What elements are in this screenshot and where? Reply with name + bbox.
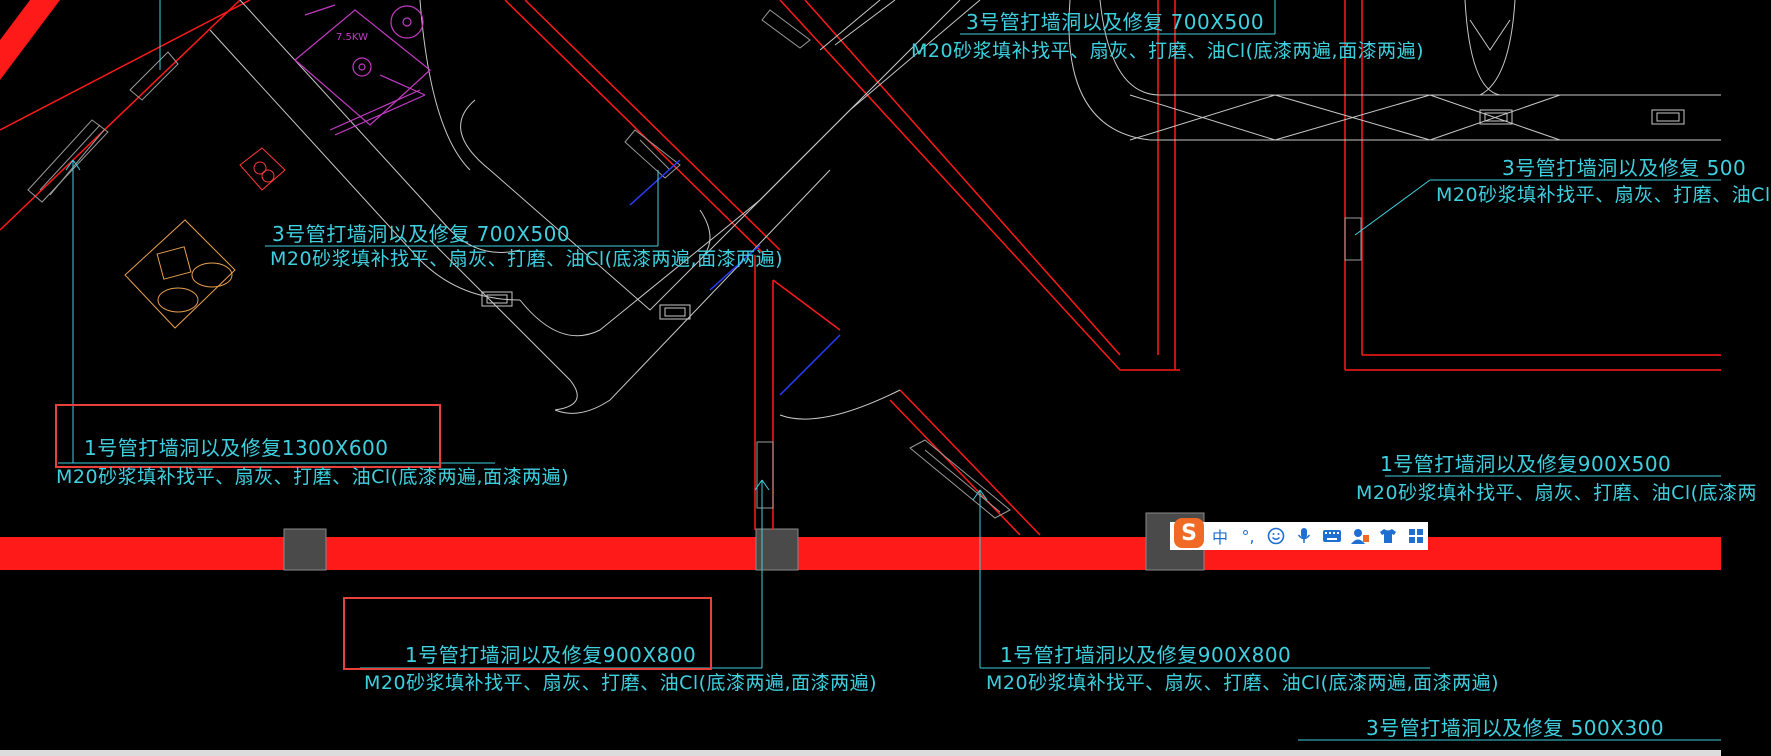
annotation-label[interactable]: 1号管打墙洞以及修复900X800 — [405, 643, 697, 667]
microphone-icon[interactable] — [1292, 524, 1316, 548]
column — [283, 528, 327, 571]
annotation-label[interactable]: M20砂浆填补找平、扇灰、打磨、油Cl(底漆两遍,面漆两遍) — [364, 672, 877, 694]
highlight-box — [343, 597, 712, 670]
highlight-box — [55, 404, 441, 468]
annotation-label[interactable]: 3号管打墙洞以及修复 500 — [1502, 156, 1747, 180]
red-walls — [0, 0, 1721, 536]
annotation-label[interactable]: M20砂浆填补找平、扇灰、打磨、油Cl(底漆两遍,面漆两遍) — [270, 248, 783, 270]
annotation-label[interactable]: 3号管打墙洞以及修复 700X500 — [272, 222, 571, 246]
ducts — [209, 0, 1721, 420]
annotation-label[interactable]: M20砂浆填补找平、扇灰、打磨、油Cl(底漆两遍,面漆两遍) — [56, 466, 569, 488]
emoji-icon[interactable] — [1264, 524, 1288, 548]
doors — [629, 159, 841, 396]
annotation-label[interactable]: M20砂浆填补找平、扇灰、打磨、油Cl(底漆两遍,面漆两遍) — [911, 40, 1424, 62]
bottom-edge-bar — [0, 750, 1721, 756]
hatched-openings — [27, 9, 1362, 519]
sogou-logo-icon[interactable]: S — [1174, 518, 1204, 548]
toolbox-grid-icon[interactable] — [1404, 524, 1428, 548]
skin-shirt-icon[interactable] — [1376, 524, 1400, 548]
annotation-label[interactable]: M20砂浆填补找平、扇灰、打磨、油Cl — [1436, 184, 1771, 206]
annotation-label[interactable]: 1号管打墙洞以及修复1300X600 — [84, 436, 389, 460]
keyboard-icon[interactable] — [1320, 524, 1344, 548]
equipment-unit — [124, 219, 236, 329]
motor-symbol — [294, 4, 431, 136]
annotation-label[interactable]: 3号管打墙洞以及修复 500X300 — [1366, 716, 1665, 740]
annotation-label[interactable]: M20砂浆填补找平、扇灰、打磨、油Cl(底漆两遍,面漆两遍) — [986, 672, 1499, 694]
red-beam — [0, 537, 1721, 570]
annotation-label[interactable]: M20砂浆填补找平、扇灰、打磨、油Cl(底漆两 — [1356, 482, 1758, 504]
duct-fittings — [481, 109, 1685, 320]
ime-punctuation-button[interactable]: °, — [1241, 526, 1255, 546]
annotation-label[interactable]: 1号管打墙洞以及修复900X500 — [1380, 452, 1672, 476]
annotation-label[interactable]: 3号管打墙洞以及修复 700X500 — [966, 10, 1265, 34]
small-red-unit — [239, 147, 286, 191]
red-beam-diagonal — [0, 0, 60, 80]
annotation-label[interactable]: 1号管打墙洞以及修复900X800 — [1000, 643, 1292, 667]
column — [755, 528, 799, 571]
cad-drawing-canvas[interactable] — [0, 0, 1721, 756]
motor-power-label: 7.5KW — [336, 32, 368, 43]
ime-toolbar[interactable]: S 中 °, — [1170, 518, 1428, 550]
ime-mode-button[interactable]: 中 — [1211, 528, 1228, 547]
user-icon[interactable] — [1348, 524, 1372, 548]
